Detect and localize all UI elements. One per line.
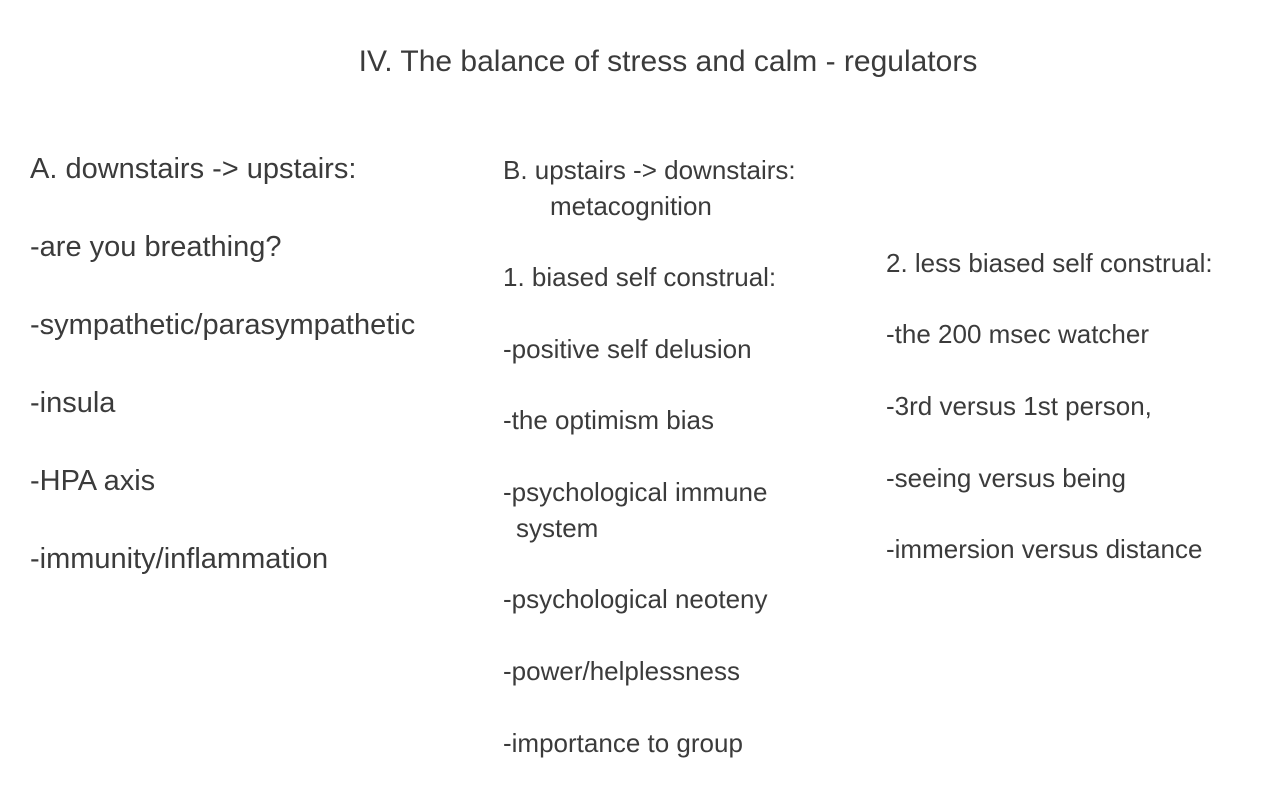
list-item: -insula [30, 387, 116, 419]
section-b-heading: B. upstairs -> downstairs: [503, 155, 796, 185]
list-item: -importance to group [503, 728, 743, 758]
list-item: -psychological neoteny [503, 584, 768, 614]
list-item: -seeing versus being [886, 463, 1126, 493]
slide-title: IV. The balance of stress and calm - reg… [358, 45, 978, 78]
less-biased-self-construal-heading: 2. less biased self construal: [886, 248, 1213, 278]
list-item-continuation: system [516, 513, 599, 543]
list-item: -HPA axis [30, 465, 156, 497]
list-item: -3rd versus 1st person, [886, 391, 1152, 421]
section-a-heading: A. downstairs -> upstairs: [30, 153, 357, 185]
list-item: -positive self delusion [503, 334, 752, 364]
list-item: -immersion versus distance [886, 534, 1203, 564]
list-item: -psychological immune [503, 477, 768, 507]
list-item: -immunity/inflammation [30, 543, 329, 575]
list-item: -the optimism bias [503, 405, 714, 435]
list-item: -the 200 msec watcher [886, 319, 1150, 349]
list-item: -power/helplessness [503, 656, 741, 686]
biased-self-construal-heading: 1. biased self construal: [503, 262, 777, 292]
list-item: -sympathetic/parasympathetic [30, 309, 416, 341]
section-b-heading-continuation: metacognition [550, 191, 712, 221]
list-item: -are you breathing? [30, 231, 282, 263]
